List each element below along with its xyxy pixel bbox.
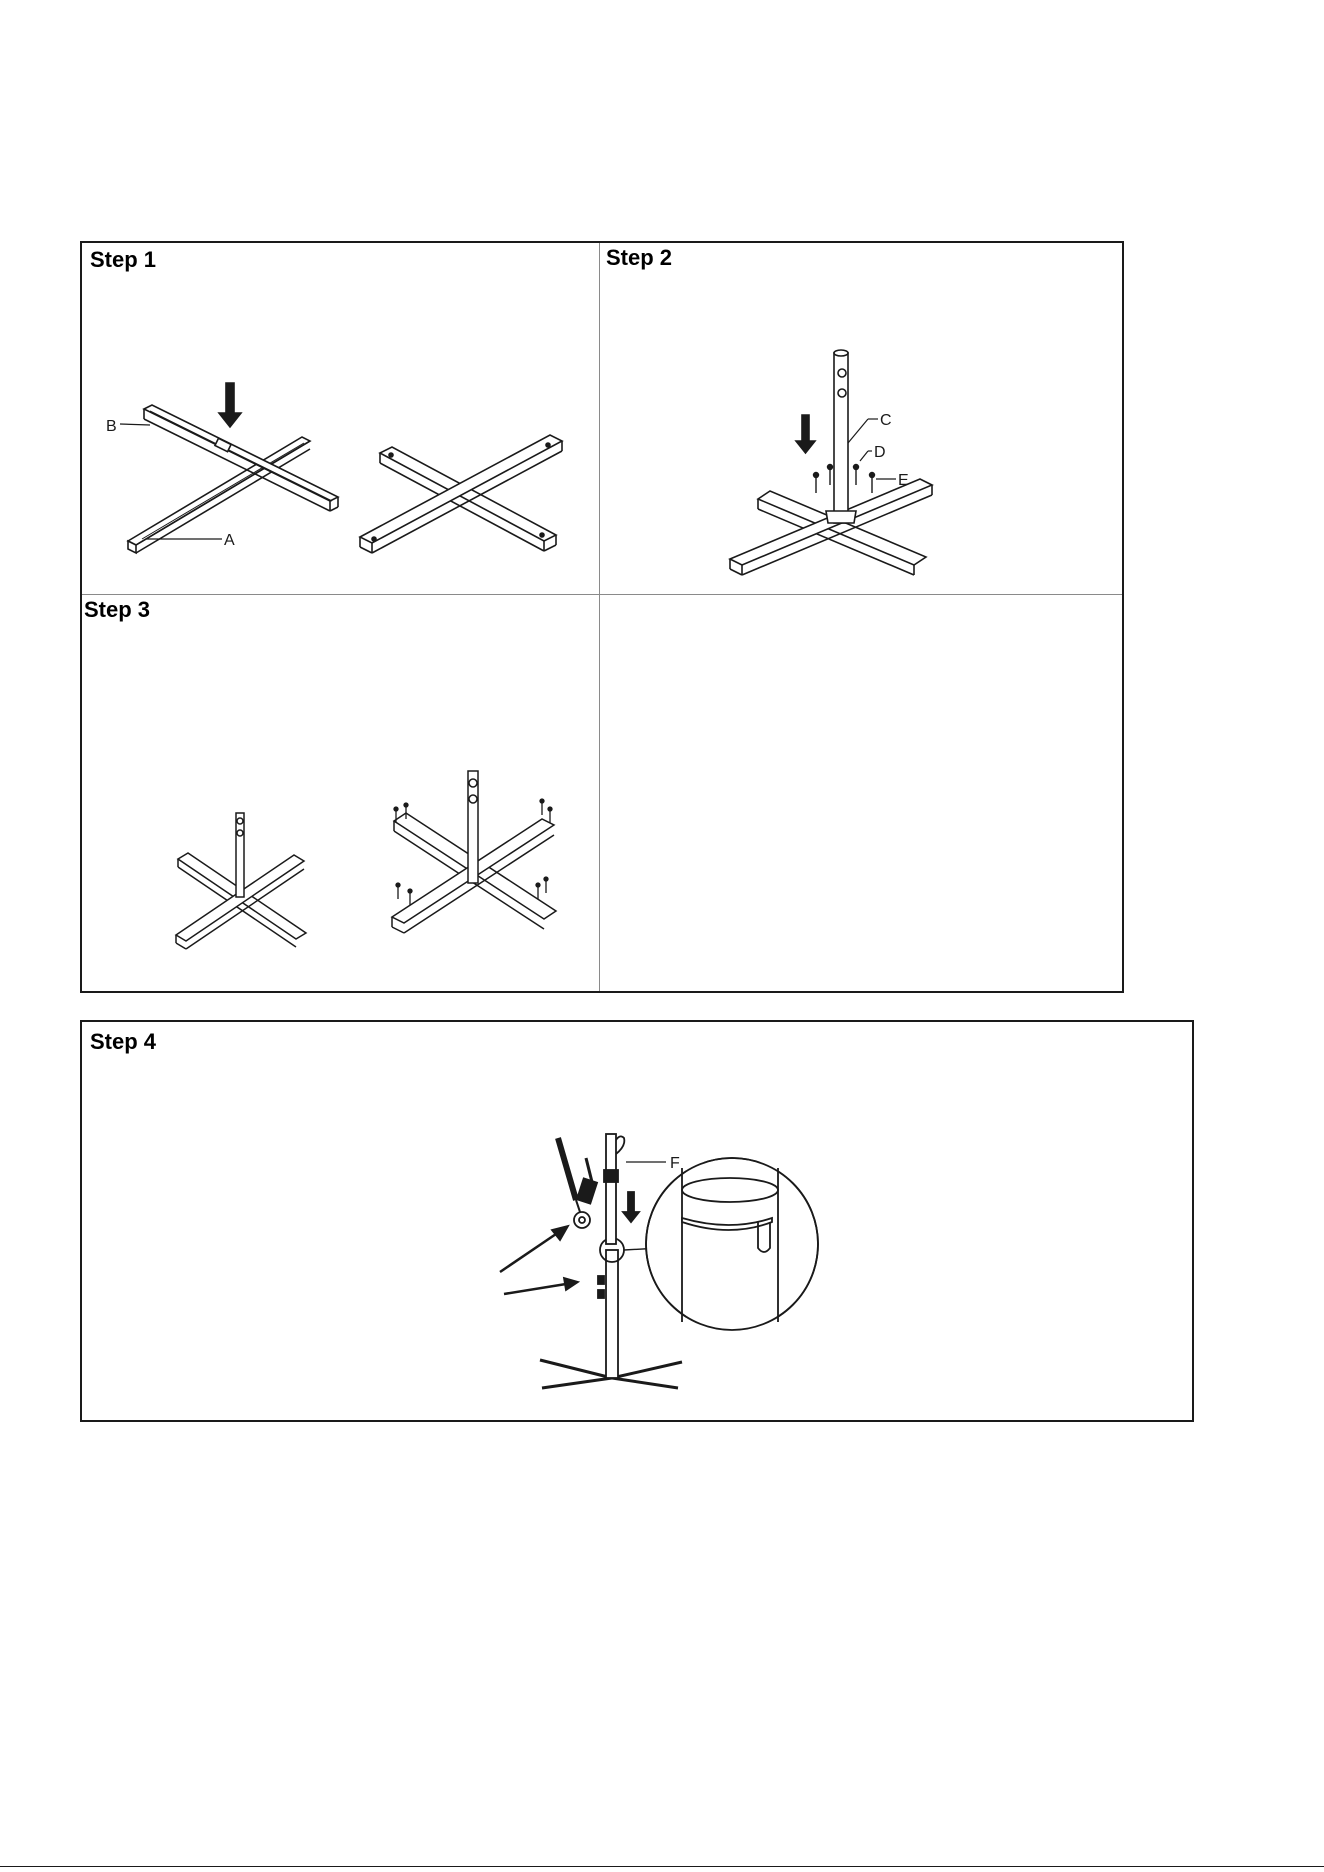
part-a-rail: [128, 437, 310, 553]
step-3-illustration: [80, 593, 598, 993]
cross-with-pole-right: [392, 771, 556, 933]
footer-rule: [0, 1866, 1324, 1867]
step-2-panel: Step 2: [598, 241, 1124, 593]
part-b-rail: [144, 405, 338, 511]
step-3-panel: Step 3: [80, 593, 598, 993]
lower-pole: [606, 1250, 618, 1378]
pointer-arrows: [500, 1226, 578, 1294]
base-cross: [730, 479, 932, 575]
assembled-cross: [360, 435, 562, 553]
cross-with-pole-left: [176, 813, 306, 949]
label-e: E: [898, 472, 909, 489]
insert-arrow-icon: [219, 383, 241, 427]
insert-arrow-icon: [623, 1192, 639, 1222]
label-c: C: [880, 412, 892, 429]
step-2-illustration: C D E: [598, 241, 1124, 593]
upper-pole: [606, 1134, 616, 1244]
label-b: B: [106, 418, 117, 435]
step-4-frame: Step 4: [80, 1020, 1194, 1422]
label-d: D: [874, 444, 886, 461]
step-1-illustration: B A: [80, 241, 598, 593]
label-a: A: [224, 532, 235, 549]
part-c-pole: [826, 350, 856, 523]
insert-arrow-icon: [796, 415, 815, 453]
step-4-illustration: F: [82, 1022, 1196, 1424]
label-f: F: [670, 1155, 680, 1172]
step-1-panel: Step 1: [80, 241, 598, 593]
magnified-detail: [624, 1158, 818, 1332]
